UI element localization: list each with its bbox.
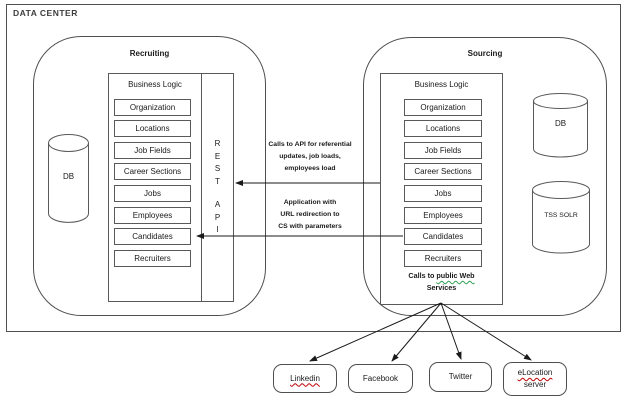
api-calls-annotation: Calls to API for referential updates, jo… (268, 141, 352, 173)
sourcing-database: DB (533, 93, 588, 158)
module-career-sections: Career Sections (114, 163, 191, 180)
web-services-note-underlined: public Web (436, 271, 475, 280)
module-locations: Locations (404, 120, 482, 137)
elocation-label-line2: server (523, 380, 547, 389)
module-career-sections: Career Sections (404, 163, 482, 180)
module-job-fields: Job Fields (114, 142, 191, 159)
web-services-note-prefix: Calls to (408, 271, 437, 280)
url-redirection-annotation: Application with URL redirection to CS w… (278, 199, 342, 231)
web-services-note-line2: Services (426, 282, 457, 292)
sourcing-title: Sourcing (467, 49, 503, 58)
sourcing-business-logic-title: Business Logic (414, 80, 469, 89)
tss-solr-label: TSS SOLR (544, 212, 578, 219)
api-label: A P I (214, 200, 221, 234)
module-employees: Employees (404, 207, 482, 224)
sourcing-db-label: DB (554, 119, 567, 128)
module-organization: Organization (114, 99, 191, 116)
module-job-fields: Job Fields (404, 142, 482, 159)
rest-label: R E S T (214, 139, 221, 186)
module-jobs: Jobs (404, 185, 482, 202)
linkedin-label: Linkedin (290, 373, 320, 383)
external-node-linkedin: Linkedin (273, 364, 337, 393)
external-node-elocation-server: eLocation server (503, 362, 567, 396)
recruiting-db-label: DB (62, 172, 75, 181)
external-node-facebook: Facebook (348, 364, 413, 393)
external-node-twitter: Twitter (429, 362, 492, 392)
data-center-label: DATA CENTER (13, 8, 78, 18)
module-locations: Locations (114, 120, 191, 137)
module-candidates: Candidates (114, 228, 191, 245)
module-recruiters: Recruiters (404, 250, 482, 267)
database-cylinder-icon (533, 93, 588, 158)
recruiting-title: Recruiting (129, 49, 170, 58)
recruiting-business-logic-box: Business Logic Organization Locations Jo… (108, 73, 234, 302)
module-employees: Employees (114, 207, 191, 224)
module-jobs: Jobs (114, 185, 191, 202)
sourcing-business-logic-box: Business Logic Organization Locations Jo… (380, 73, 503, 305)
recruiting-database: DB (48, 134, 89, 223)
recruiting-business-logic-title: Business Logic (128, 80, 182, 89)
module-candidates: Candidates (404, 228, 482, 245)
rest-api-column: R E S T A P I (201, 74, 233, 301)
twitter-label: Twitter (448, 372, 473, 381)
tss-solr-database: TSS SOLR (532, 181, 590, 254)
module-organization: Organization (404, 99, 482, 116)
web-services-note: Calls to public Web Services (381, 270, 502, 293)
module-recruiters: Recruiters (114, 250, 191, 267)
facebook-label: Facebook (362, 373, 399, 383)
database-cylinder-icon (48, 134, 89, 223)
elocation-label: eLocation (517, 368, 553, 377)
database-cylinder-icon (532, 181, 590, 254)
